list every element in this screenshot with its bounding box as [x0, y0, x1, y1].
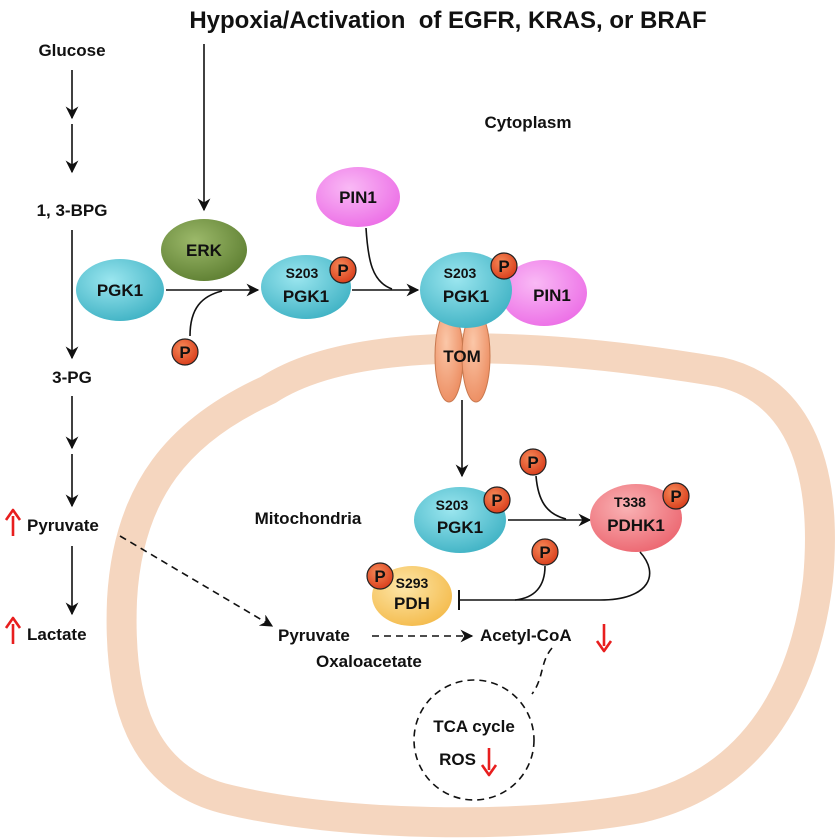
tom-label: TOM [443, 347, 480, 366]
mito-pgk1-site-label: S203 [436, 497, 469, 513]
pyruvate-up-arrow [4, 508, 22, 536]
phospho-input-curve-3 [514, 565, 546, 601]
pyruvate-transport-arrow [119, 535, 274, 627]
diagram-title: Hypoxia/Activation of EGFR, KRAS, or BRA… [189, 7, 706, 34]
phospho-input-curve [189, 290, 223, 337]
phospho-group-5-label: P [527, 453, 538, 472]
oxaloacetate-label: Oxaloacetate [316, 652, 422, 671]
phospho-group-3 [490, 252, 518, 280]
mito-pgk1-protein [414, 487, 506, 553]
acetylcoa-to-tca-dash [531, 647, 553, 695]
phospho-group-4-label: P [491, 491, 502, 510]
pdhk1-label: PDHK1 [607, 516, 665, 535]
pgk1-s203-protein [261, 255, 351, 319]
phospho-group-6-label: P [670, 487, 681, 506]
mito-pgk1-label: PGK1 [437, 518, 483, 537]
ros-down-arrow [480, 748, 498, 777]
cytoplasm-label: Cytoplasm [485, 113, 572, 132]
complex-pgk1-site-label: S203 [444, 265, 477, 281]
complex-pin1-label: PIN1 [533, 286, 571, 305]
mitochondria-membrane [106, 333, 835, 838]
mito-pyruvate-label: Pyruvate [278, 626, 350, 645]
phospho-group-8-label: P [374, 567, 385, 586]
ros-label: ROS [439, 750, 476, 769]
pdh-site-label: S293 [396, 575, 429, 591]
phospho-group-7 [531, 538, 559, 566]
phospho-group-1-label: P [179, 343, 190, 362]
phospho-group-8 [366, 562, 394, 590]
lactate-label: Lactate [27, 625, 87, 644]
pyruvate-label: Pyruvate [27, 516, 99, 535]
glucose-label: Glucose [38, 41, 105, 60]
phospho-group-2-label: P [337, 261, 348, 280]
phospho-group-2 [329, 256, 357, 284]
acetyl-coa-down-arrow [595, 624, 613, 653]
tca-cycle-label: TCA cycle [433, 717, 515, 736]
pdhk1-site-label: T338 [614, 494, 646, 510]
pdhk1-protein [590, 484, 682, 552]
pgk1-s203-site-label: S203 [286, 265, 319, 281]
phospho-input-curve-2 [535, 475, 567, 520]
phospho-group-7-label: P [539, 543, 550, 562]
pdh-label: PDH [394, 594, 430, 613]
tca-cycle-circle [413, 679, 535, 801]
phospho-group-1 [171, 338, 199, 366]
erk-label: ERK [186, 241, 223, 260]
phospho-group-3-label: P [498, 257, 509, 276]
complex-pin1-protein [501, 260, 587, 326]
pgk1-label: PGK1 [97, 281, 143, 300]
phospho-group-5 [519, 448, 547, 476]
phospho-group-6 [662, 482, 690, 510]
pin1-protein [316, 167, 400, 227]
pin1-label: PIN1 [339, 188, 377, 207]
acetyl-coa-label: Acetyl-CoA [480, 626, 572, 645]
complex-pgk1-protein [420, 252, 512, 328]
pdhk1-inhibition-line [458, 551, 651, 610]
pin1-input-curve [365, 227, 393, 290]
mitochondria-label: Mitochondria [255, 509, 362, 528]
tom-translocase [434, 309, 491, 403]
bpg-label: 1, 3-BPG [37, 201, 108, 220]
pgk1-s203-label: PGK1 [283, 287, 329, 306]
pgk1-protein [76, 259, 164, 321]
pg-label: 3-PG [52, 368, 92, 387]
lactate-up-arrow [4, 616, 22, 644]
erk-protein [161, 219, 247, 281]
phospho-group-4 [483, 486, 511, 514]
complex-pgk1-label: PGK1 [443, 287, 489, 306]
